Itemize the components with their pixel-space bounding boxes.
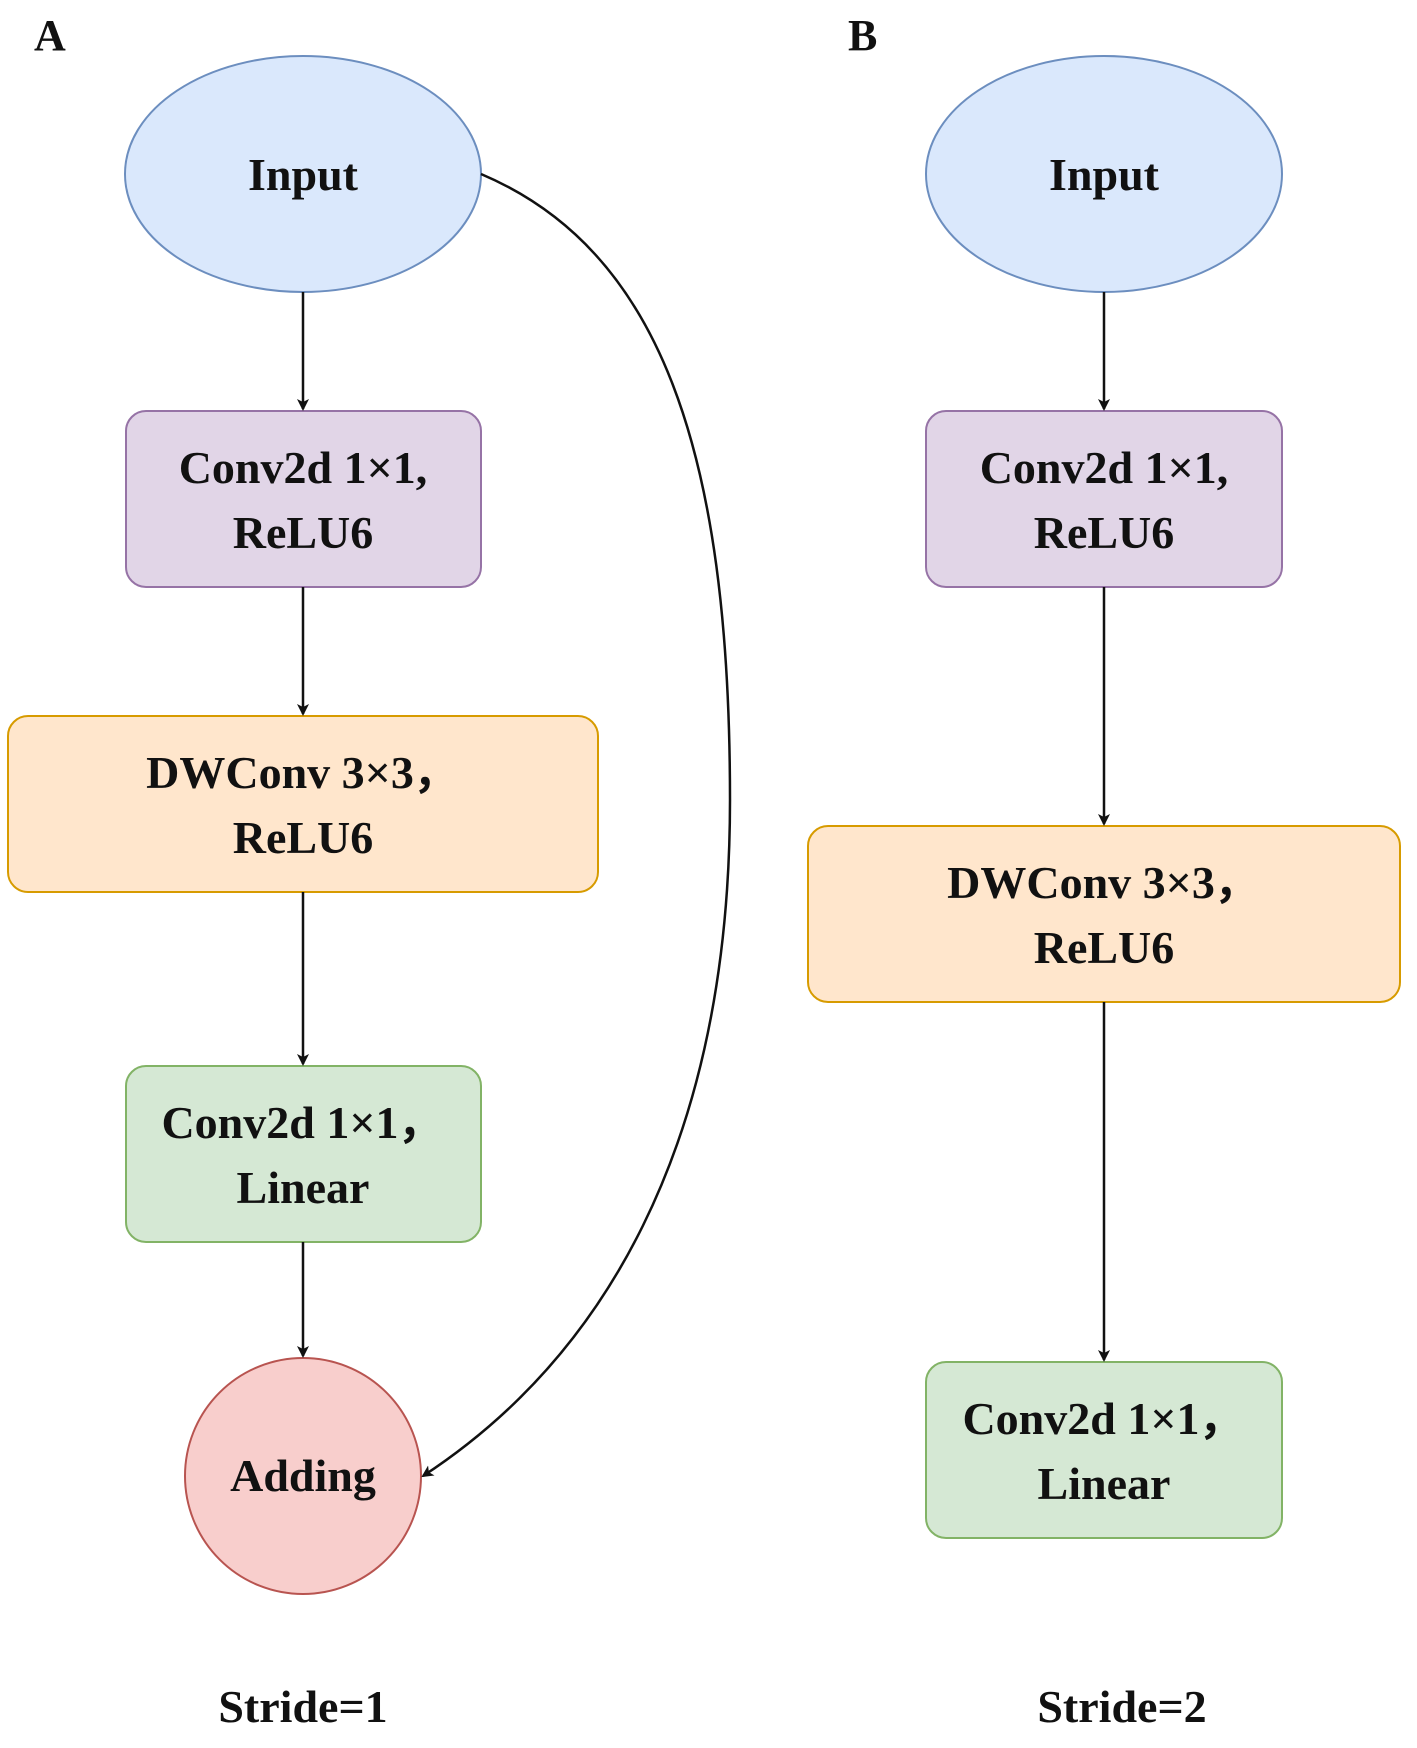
- panel-a-adding-node: Adding: [184, 1357, 422, 1595]
- panel-b-conv-relu-node: Conv2d 1×1, ReLU6: [925, 410, 1283, 588]
- dwconv-box: [808, 826, 1400, 1002]
- caption-stride-2: Stride=2: [1037, 1681, 1206, 1732]
- dwconv-line1: DWConv 3×3，: [947, 857, 1261, 908]
- dwconv-line2: ReLU6: [233, 812, 374, 863]
- panel-label-b: B: [848, 11, 877, 60]
- input-label: Input: [248, 149, 359, 200]
- panel-a: A Input Conv2d 1×1, ReLU6 DWConv 3×3， Re…: [7, 11, 732, 1732]
- panel-b: B Input Conv2d 1×1, ReLU6 DWConv 3×3， Re…: [807, 11, 1401, 1732]
- conv-linear-line2: Linear: [237, 1162, 370, 1213]
- conv-relu-line1: Conv2d 1×1,: [980, 442, 1229, 493]
- panel-a-conv-linear-node: Conv2d 1×1， Linear: [125, 1065, 482, 1243]
- dwconv-line2: ReLU6: [1034, 922, 1175, 973]
- conv-linear-line1: Conv2d 1×1，: [161, 1097, 444, 1148]
- panel-b-input-node: Input: [925, 55, 1283, 293]
- conv-linear-box: [926, 1362, 1282, 1538]
- panel-b-dwconv-node: DWConv 3×3， ReLU6: [807, 825, 1401, 1003]
- dwconv-line1: DWConv 3×3，: [146, 747, 460, 798]
- conv-relu-line2: ReLU6: [1034, 507, 1175, 558]
- conv-relu-box: [126, 411, 481, 587]
- conv-linear-box-outline: [925, 1361, 1283, 1539]
- input-ellipse: [926, 56, 1282, 292]
- conv-relu-line2: ReLU6: [233, 507, 374, 558]
- adding-label: Adding: [230, 1450, 376, 1501]
- adding-circle-outline: [184, 1357, 422, 1595]
- panel-a-dwconv-node: DWConv 3×3， ReLU6: [7, 715, 599, 893]
- panel-a-input-node: Input: [124, 55, 482, 293]
- panel-b-conv-linear-node: Conv2d 1×1， Linear: [925, 1361, 1283, 1539]
- conv-linear-line2: Linear: [1038, 1458, 1171, 1509]
- adding-circle: [185, 1358, 421, 1594]
- conv-relu-line1: Conv2d 1×1,: [179, 442, 428, 493]
- panel-a-conv-relu-node: Conv2d 1×1, ReLU6: [125, 410, 482, 588]
- input-label: Input: [1049, 149, 1160, 200]
- conv-relu-box: [926, 411, 1282, 587]
- panel-label-a: A: [34, 11, 66, 60]
- caption-stride-1: Stride=1: [218, 1681, 387, 1732]
- skip-connection-curve: [421, 172, 732, 1478]
- conv-linear-box: [126, 1066, 481, 1242]
- input-ellipse: [125, 56, 481, 292]
- conv-linear-line1: Conv2d 1×1，: [962, 1393, 1245, 1444]
- dwconv-box: [8, 716, 598, 892]
